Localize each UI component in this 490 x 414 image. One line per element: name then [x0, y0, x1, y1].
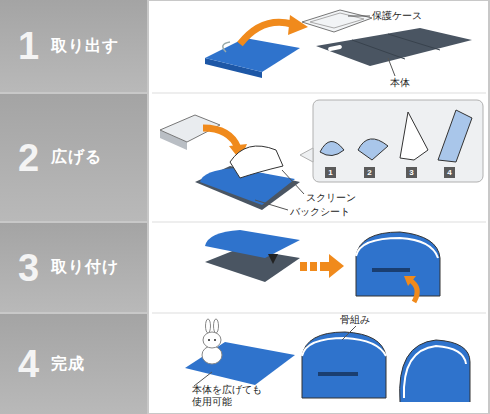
- bunny-body: [202, 346, 222, 364]
- bunny-eye: [208, 339, 210, 341]
- down-arrow: [268, 254, 278, 264]
- fold-line: [388, 34, 440, 50]
- bunny-eye: [214, 339, 216, 341]
- right-panel: [149, 1, 488, 413]
- part-label: スクリーン: [306, 192, 376, 204]
- fold-step: [438, 110, 472, 162]
- leader-line: [282, 170, 304, 194]
- fold-step: [320, 141, 344, 155]
- case-inner: [310, 13, 364, 28]
- step-band: 1 取り出す: [0, 0, 147, 92]
- step-number: 2: [18, 139, 39, 177]
- bunny-head: [203, 332, 221, 348]
- slot: [318, 372, 358, 376]
- bunny-ear: [206, 319, 211, 333]
- step2-art: [160, 100, 483, 210]
- handle-cutout: [328, 45, 343, 52]
- divider: [152, 222, 486, 223]
- arrow-head: [288, 15, 308, 35]
- fold-line: [352, 40, 405, 59]
- dash: [320, 262, 329, 271]
- callout-number-box: 1: [325, 167, 336, 178]
- folded-mat: [205, 38, 300, 72]
- curved-sheet: [400, 340, 470, 402]
- dash: [310, 262, 317, 271]
- frame: [356, 238, 438, 258]
- orange-arrow: [410, 280, 417, 302]
- leader-line: [388, 58, 395, 76]
- part-label: バックシート: [290, 206, 370, 218]
- step-number: 4: [18, 345, 39, 383]
- step-number: 1: [18, 27, 39, 65]
- frame: [404, 346, 466, 398]
- step1-art: [205, 10, 472, 78]
- protective-case: [302, 10, 372, 32]
- leader-line: [348, 16, 370, 17]
- step-number: 3: [18, 249, 39, 287]
- inset-pointer: [300, 148, 313, 162]
- step-number: 4: [447, 169, 451, 177]
- step-title: 広げる: [51, 147, 102, 168]
- handle: [223, 42, 230, 52]
- step-band: 4 完成: [0, 314, 147, 414]
- screen: [230, 146, 283, 178]
- divider: [152, 93, 486, 94]
- part-label: 骨組み: [340, 314, 390, 326]
- dome: [302, 332, 386, 398]
- step3-art: [205, 230, 440, 302]
- arrow-head: [329, 254, 344, 278]
- part-label: 保護ケース: [372, 10, 442, 22]
- step-band: 2 広げる: [0, 94, 147, 221]
- bunny-ear: [214, 319, 219, 333]
- leader-line: [342, 326, 356, 340]
- slot: [372, 268, 410, 272]
- leader-line: [194, 372, 212, 386]
- fold-step: [358, 139, 388, 160]
- step-title: 取り出す: [51, 36, 119, 57]
- orange-arrow: [203, 128, 238, 148]
- blue-mat: [205, 230, 300, 258]
- dash: [300, 262, 307, 271]
- part-label: 本体を広げても 使用可能: [192, 384, 272, 408]
- callout-number-box: 4: [444, 167, 455, 178]
- orange-arrow: [240, 22, 292, 44]
- step-number: 3: [409, 169, 413, 177]
- dark-mat: [316, 28, 472, 66]
- arrow-head: [404, 276, 416, 286]
- fold-step: [400, 112, 428, 160]
- step-number: 1: [328, 169, 332, 177]
- step-title: 完成: [51, 354, 85, 375]
- step-title: 取り付け: [51, 257, 119, 278]
- part-label: 本体: [390, 77, 430, 89]
- step-number: 2: [367, 169, 371, 177]
- blue-mat: [185, 342, 295, 385]
- divider: [152, 313, 486, 314]
- callout-number-box: 3: [406, 167, 417, 178]
- dome: [356, 232, 440, 296]
- frame: [302, 338, 386, 356]
- leader-line: [255, 200, 288, 210]
- callout-number-box: 2: [364, 167, 375, 178]
- step-band: 3 取り付け: [0, 223, 147, 312]
- inset-box: [313, 100, 483, 182]
